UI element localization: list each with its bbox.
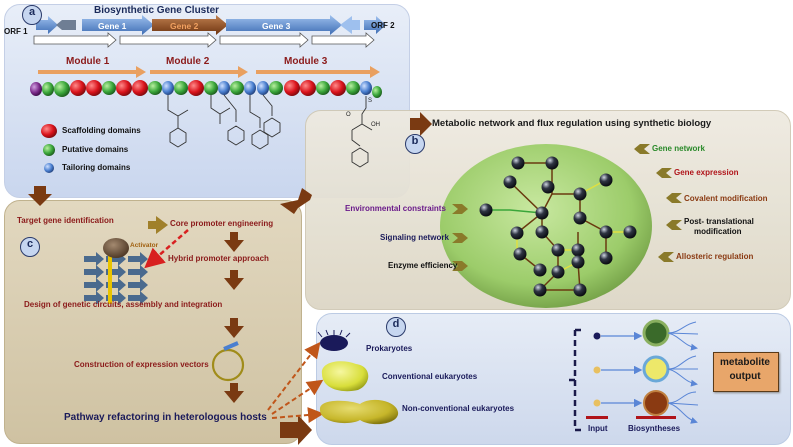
- panel-d-letter: d: [392, 318, 400, 330]
- label-enzyme-efficiency: Enzyme efficiency: [388, 261, 458, 270]
- module2-label: Module 2: [166, 56, 210, 67]
- prokaryote-flagella: [317, 329, 351, 338]
- panel-c: [4, 200, 302, 444]
- conventional-eukaryote-cell: [321, 361, 369, 392]
- chemical-structures: [167, 94, 373, 168]
- module3-label: Module 3: [284, 56, 328, 67]
- conventional-eukaryotes-label: Conventional eukaryotes: [382, 372, 478, 381]
- gene-arrays: [84, 252, 148, 305]
- construction-label: Construction of expression vectors: [74, 360, 209, 369]
- label-gene-expression: Gene expression: [674, 168, 739, 177]
- chem-o-label: O: [346, 112, 351, 118]
- pathway-refactoring-label: Pathway refactoring in heterologous host…: [64, 412, 267, 423]
- gene2-label: Gene 2: [170, 21, 199, 31]
- activator-shape: [103, 238, 129, 258]
- domain-legend-dots: [41, 124, 57, 173]
- hybrid-promoter-label: Hybrid promoter approach: [168, 254, 269, 263]
- legend-scaffolding: Scaffolding domains: [62, 126, 141, 135]
- legend-tailoring: Tailoring domains: [62, 163, 131, 172]
- metabolite-output-label: metabolite output: [719, 357, 770, 382]
- design-label: Design of genetic circuits, assembly and…: [24, 300, 223, 309]
- panel-c-letter: c: [26, 238, 34, 250]
- vector-insert: [223, 341, 239, 351]
- legend-putative: Putative domains: [62, 145, 129, 154]
- panel-b-title: Metabolic network and flux regulation us…: [432, 118, 712, 129]
- panel-d-badge: [386, 317, 406, 337]
- domain-chain: [30, 80, 382, 98]
- label-gene-network: Gene network: [652, 144, 705, 153]
- network-nodes: [479, 156, 637, 297]
- block-arrows: [28, 112, 432, 445]
- flow-arrows: [224, 232, 244, 403]
- label-post-translational: Post- translational: [684, 217, 754, 226]
- chem-s-label: S: [368, 98, 373, 104]
- panel-b-letter: b: [411, 135, 419, 147]
- label-signaling-network: Signaling network: [380, 233, 449, 242]
- gene1-label: Gene 1: [98, 21, 127, 31]
- prokaryote-cell: [320, 335, 348, 351]
- expression-vector: [211, 348, 245, 382]
- panel-c-badge: [20, 237, 40, 257]
- nonconventional-eukaryotes-label: Non-conventional eukaryotes: [402, 404, 515, 413]
- gene-cluster: [33, 15, 386, 48]
- core-arrow: [148, 216, 168, 234]
- host-arrows: [267, 341, 324, 423]
- nonconventional-eukaryote-cell: [319, 399, 399, 425]
- chevron-markers: [452, 144, 682, 271]
- gene3-label: Gene 3: [262, 21, 291, 31]
- panel-a-title: Biosynthetic Gene Cluster: [94, 5, 220, 16]
- panel-b-badge: [405, 134, 425, 154]
- biosynthesis-diagram: [568, 319, 698, 432]
- label-covalent-modification: Covalent modification: [684, 194, 768, 203]
- input-label: Input: [588, 424, 608, 433]
- red-dashed-arrow: [144, 229, 189, 269]
- label-environmental-constraints: Environmental constraints: [345, 204, 446, 213]
- panel-a-badge: [22, 5, 42, 25]
- label-modification: modification: [694, 227, 742, 236]
- prokaryotes-label: Prokaryotes: [366, 344, 413, 353]
- label-allosteric-regulation: Allosteric regulation: [676, 252, 754, 261]
- panel-a-letter: a: [28, 6, 36, 18]
- metabolite-output-box: [713, 352, 779, 392]
- orf2-label: ORF 2: [371, 21, 395, 30]
- network-cell: [440, 144, 652, 308]
- biosyntheses-label: Biosyntheses: [628, 424, 681, 433]
- module1-label: Module 1: [66, 56, 110, 67]
- core-promoter-label: Core promoter engineering: [170, 219, 274, 228]
- activator-label: Activator: [130, 242, 159, 249]
- module-arrows: [38, 66, 380, 78]
- target-gene-label: Target gene identification: [17, 216, 114, 225]
- chem-oh-label: OH: [371, 122, 380, 128]
- orf1-label: ORF 1: [4, 27, 28, 36]
